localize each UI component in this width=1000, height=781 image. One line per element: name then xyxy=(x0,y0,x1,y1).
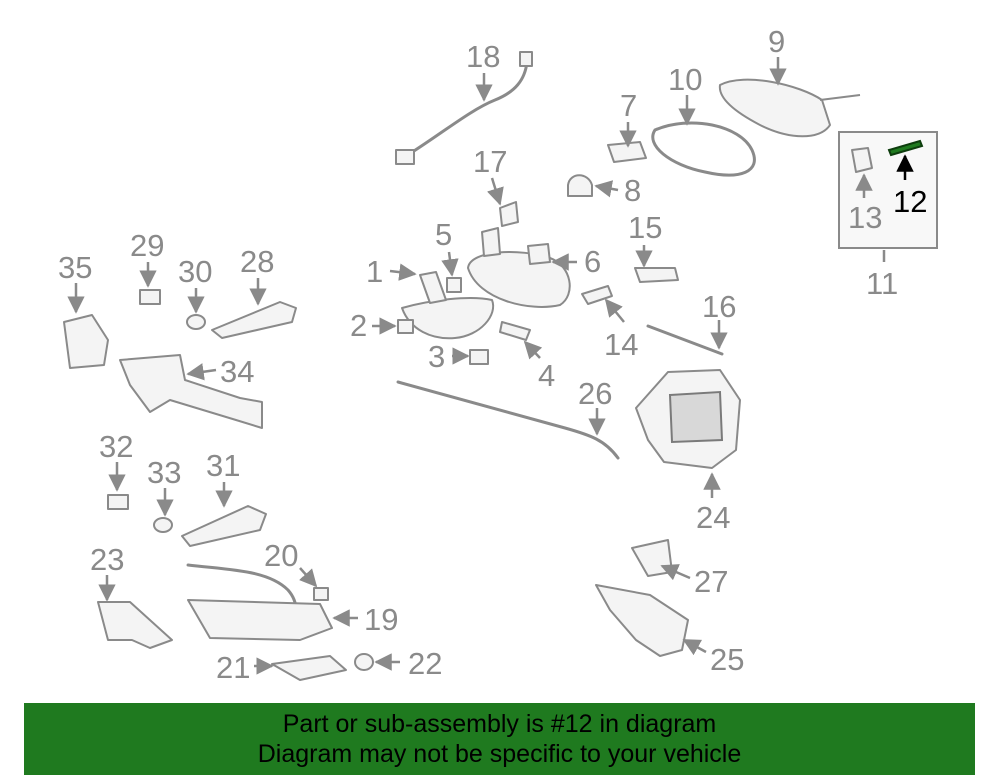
part-25-cover xyxy=(595,584,689,657)
callout-25: 25 xyxy=(710,642,744,677)
part-18-wire-harness xyxy=(395,51,533,165)
callout-19: 19 xyxy=(364,602,398,637)
part-29-bolt xyxy=(139,289,161,305)
callout-9: 9 xyxy=(768,24,785,59)
callout-26: 26 xyxy=(578,376,612,411)
callout-22: 22 xyxy=(408,646,442,681)
parts-diagram: 1 2 3 4 5 6 7 8 9 10 11 12 13 14 15 16 1… xyxy=(58,24,938,685)
callout-13: 13 xyxy=(848,200,882,235)
part-4-pin xyxy=(499,321,531,341)
part-23-shield xyxy=(97,601,173,649)
callout-35: 35 xyxy=(58,250,92,285)
callout-16: 16 xyxy=(702,289,736,324)
part-2-pad xyxy=(397,319,414,334)
part-28-striker xyxy=(211,301,297,339)
part-33-washer xyxy=(153,517,173,533)
part-17-retainer xyxy=(499,201,519,227)
part-8-bushing xyxy=(567,174,593,197)
callout-6: 6 xyxy=(584,244,601,279)
callout-18: 18 xyxy=(466,39,500,74)
part-16-rod xyxy=(646,324,724,356)
callout-23: 23 xyxy=(90,542,124,577)
callout-21: 21 xyxy=(216,650,250,685)
leader-lines xyxy=(67,57,914,675)
callout-11: 11 xyxy=(866,266,898,301)
part-15-rod xyxy=(634,267,679,283)
part-26-cable xyxy=(396,380,620,460)
part-31-striker xyxy=(181,505,267,547)
callout-31: 31 xyxy=(206,448,240,483)
part-13-seal xyxy=(851,147,873,173)
part-21-bezel xyxy=(271,655,347,681)
part-19-inside-handle xyxy=(186,563,333,641)
part-5-clip xyxy=(446,277,462,293)
callout-29: 29 xyxy=(130,228,164,263)
callout-8: 8 xyxy=(624,173,641,208)
callout-24: 24 xyxy=(696,500,730,535)
part-9-outside-handle xyxy=(718,78,861,138)
part-34-check-link xyxy=(119,354,263,429)
callout-27: 27 xyxy=(694,564,728,599)
callout-14: 14 xyxy=(604,327,638,362)
part-35-bracket xyxy=(63,314,109,369)
callout-7: 7 xyxy=(620,88,637,123)
callout-10: 10 xyxy=(668,62,702,97)
part-20-screw xyxy=(313,587,329,601)
part-6-handle-frame xyxy=(467,227,571,308)
banner-line-1: Part or sub-assembly is #12 in diagram xyxy=(282,710,717,738)
info-banner: Part or sub-assembly is #12 in diagram D… xyxy=(24,703,975,775)
part-30-washer xyxy=(186,314,206,330)
part-14-clip xyxy=(581,285,613,305)
callout-1: 1 xyxy=(366,254,383,289)
callout-4: 4 xyxy=(538,358,555,393)
callout-3: 3 xyxy=(428,339,445,374)
part-27-bracket xyxy=(631,539,673,577)
part-24-latch xyxy=(635,369,741,469)
callout-33: 33 xyxy=(147,455,181,490)
callout-15: 15 xyxy=(628,210,662,245)
part-1-handle xyxy=(401,271,495,340)
callout-5: 5 xyxy=(435,217,452,252)
callout-2: 2 xyxy=(350,308,367,343)
callout-30: 30 xyxy=(178,254,212,289)
part-32-bolt xyxy=(107,494,129,510)
banner-line-2: Diagram may not be specific to your vehi… xyxy=(257,740,742,768)
callout-28: 28 xyxy=(240,244,274,279)
callout-32: 32 xyxy=(99,429,133,464)
callout-12: 12 xyxy=(893,184,927,219)
part-10-gasket xyxy=(651,121,756,177)
callout-17: 17 xyxy=(473,144,507,179)
part-22-clip xyxy=(354,653,374,671)
callout-34: 34 xyxy=(220,354,254,389)
callout-20: 20 xyxy=(264,538,298,573)
part-3-pad xyxy=(469,349,489,365)
part-12-highlighted-part xyxy=(887,139,924,157)
callout-labels: 1 2 3 4 5 6 7 8 9 10 11 12 13 14 15 16 1… xyxy=(58,24,927,685)
